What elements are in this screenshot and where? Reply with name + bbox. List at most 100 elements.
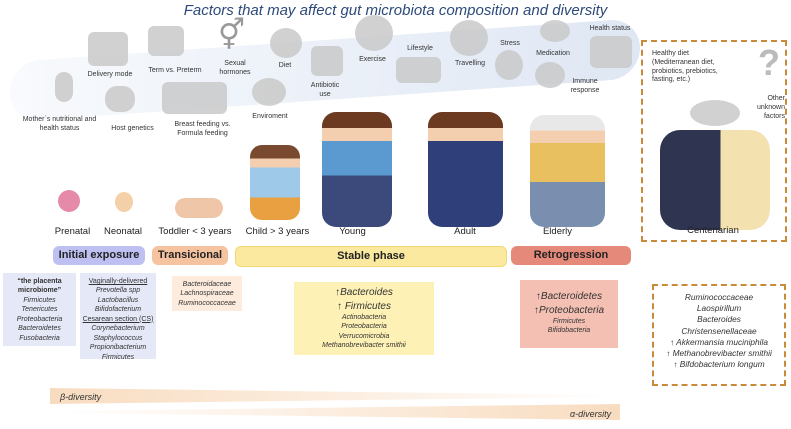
factor-immune: Immune response: [570, 78, 600, 94]
stage-toddler: Toddler < 3 years: [158, 226, 232, 237]
adult-couple-figure: [428, 112, 503, 227]
taxon: Christensenellaceae: [681, 325, 757, 336]
elderly-couple-figure: [530, 115, 605, 227]
stress-icon: [495, 50, 523, 80]
placenta-heading: “the placenta microbiome”: [17, 278, 62, 295]
cesarean-heading: Cesarean section (CS): [82, 315, 154, 323]
taxon: Laospirillum: [696, 303, 742, 314]
stage-young: Young: [339, 226, 366, 237]
factor-health: Health status: [589, 25, 631, 32]
taxon-increase: ↑Bacteroidetes: [535, 291, 603, 302]
stage-neonatal: Neonatal: [103, 226, 143, 237]
retrogression-box: ↑Bacteroidetes ↑Proteobacteria Firmicute…: [520, 280, 618, 348]
taxon: Verrucomicrobia: [338, 332, 390, 340]
young-couple-figure: [322, 112, 392, 227]
phase-retrogression: Retrogression: [511, 246, 631, 265]
alpha-diversity-wedge: [50, 404, 620, 420]
factor-antibiotic: Antibiotic use: [310, 82, 340, 98]
taxon: Bacteroidaceae: [182, 281, 232, 288]
taxon: Propionibacterium: [89, 344, 147, 352]
mother-icon: [55, 72, 73, 102]
taxon-increase: ↑Proteobacteria: [533, 304, 605, 316]
diagram-title: Factors that may affect gut microbiota c…: [183, 2, 608, 19]
beta-diversity-label: β-diversity: [60, 392, 102, 402]
taxon: Bacteroidetes: [18, 325, 61, 333]
taxon-increase: ↑ Firmicutes: [337, 300, 391, 312]
phase-stable: Stable phase: [235, 246, 507, 267]
taxon: ↑ Akkermansia muciniphila: [670, 336, 768, 347]
delivery-icon: [88, 32, 128, 66]
stage-adult: Adult: [454, 226, 476, 237]
factor-travelling: Travelling: [454, 60, 486, 67]
city-icon: [252, 78, 286, 106]
taxon: Ruminococcaceae: [178, 299, 236, 307]
factor-term: Term vs. Preterm: [148, 67, 202, 74]
taxon: ↑ Bifdobacterium longum: [673, 359, 765, 370]
plate-icon: [270, 28, 302, 58]
taxon: ↑ Methanobrevibacter smithii: [666, 347, 772, 358]
taxon: Proteobacteria: [341, 323, 387, 331]
factor-stress: Stress: [500, 40, 520, 47]
transicional-box: Bacteroidaceae Lachnospiraceae Ruminococ…: [172, 276, 242, 311]
centenarian-couple-figure: [660, 130, 770, 230]
taxon: Prevotella spp: [95, 287, 141, 295]
antibody-icon: [535, 62, 565, 88]
taxon: Tenericutes: [21, 306, 58, 314]
factor-lifestyle: Lifestyle: [407, 45, 433, 52]
factor-genetics: Host genetics: [111, 125, 154, 132]
vaginal-heading: Vaginally-delivered: [88, 278, 148, 285]
taxon: Bifidofacterium: [94, 306, 142, 314]
alpha-diversity-label: α-diversity: [570, 409, 612, 419]
taxon: Staphylococcus: [93, 334, 143, 342]
taxon: Firmicutes: [101, 353, 135, 361]
factor-environment: Enviroment: [252, 113, 288, 120]
stable-box: ↑Bacteroides ↑ Firmicutes Actinobacteria…: [294, 282, 434, 355]
delivery-box: Vaginally-delivered Prevotella spp Lacto…: [80, 273, 156, 361]
dna-icon: [105, 86, 135, 112]
factor-delivery: Delivery mode: [87, 71, 133, 78]
factor-healthy-diet: Healthy diet (Mediterranean diet, probio…: [652, 50, 718, 84]
phase-transicional: Transicional: [152, 246, 228, 265]
taxon: Actinobacteria: [341, 314, 387, 321]
medication-icon: [540, 20, 570, 42]
exercise-icon: [355, 15, 393, 51]
taxon-increase: ↑Bacteroides: [335, 287, 393, 298]
toddlers-figure: [175, 198, 223, 218]
taxon: Ruminococcaceae: [684, 292, 754, 302]
pills-icon: [311, 46, 343, 76]
stage-elderly: Elderly: [542, 226, 573, 237]
factor-medication: Medication: [536, 50, 570, 57]
centenarian-factors-box: [641, 40, 787, 242]
taxon: Lactobacillus: [97, 296, 139, 304]
question-mark-icon: ?: [758, 42, 780, 83]
centenarian-box: Ruminococcaceae Laospirillum Bacteroides…: [652, 284, 786, 386]
calendar-icon: [148, 26, 184, 56]
stage-centenarian: Centenarian: [687, 225, 739, 236]
stage-child: Child > 3 years: [245, 226, 310, 237]
taxon: Bacteroides: [697, 314, 741, 325]
newborn-icon: [115, 192, 133, 212]
lifestyle-icon: [396, 57, 441, 83]
factor-hormones: Sexual hormones: [219, 60, 251, 76]
beta-diversity-wedge: [50, 388, 620, 404]
phase-initial-exposure: Initial exposure: [53, 246, 145, 265]
taxon: Corynebacterium: [91, 325, 145, 333]
baby-bottle-icon: [162, 82, 227, 114]
globe-icon: [450, 20, 488, 56]
taxon: Proteobacteria: [16, 315, 63, 323]
gender-symbol-icon: ⚥: [218, 19, 246, 52]
stage-prenatal: Prenatal: [54, 226, 91, 237]
placenta-box: “the placenta microbiome” Firmicutes Ten…: [3, 273, 76, 346]
taxon: Lachnospiraceae: [180, 290, 234, 298]
children-figure: [250, 145, 300, 220]
taxon: Firmicutes: [552, 318, 586, 325]
healthy-food-icon: [690, 100, 740, 126]
taxon: Methanobrevibacter smithii: [322, 342, 406, 350]
taxon: Fusobacteria: [19, 334, 60, 342]
hospital-icon: [590, 36, 632, 68]
factor-mother: Mother´s nutritional and health status: [22, 116, 97, 132]
fetus-icon: [58, 190, 80, 212]
factor-other: Other unknown factors: [756, 95, 785, 120]
factor-exercise: Exercise: [359, 56, 386, 63]
factor-feeding: Breast feeding vs. Formula feeding: [174, 121, 231, 137]
